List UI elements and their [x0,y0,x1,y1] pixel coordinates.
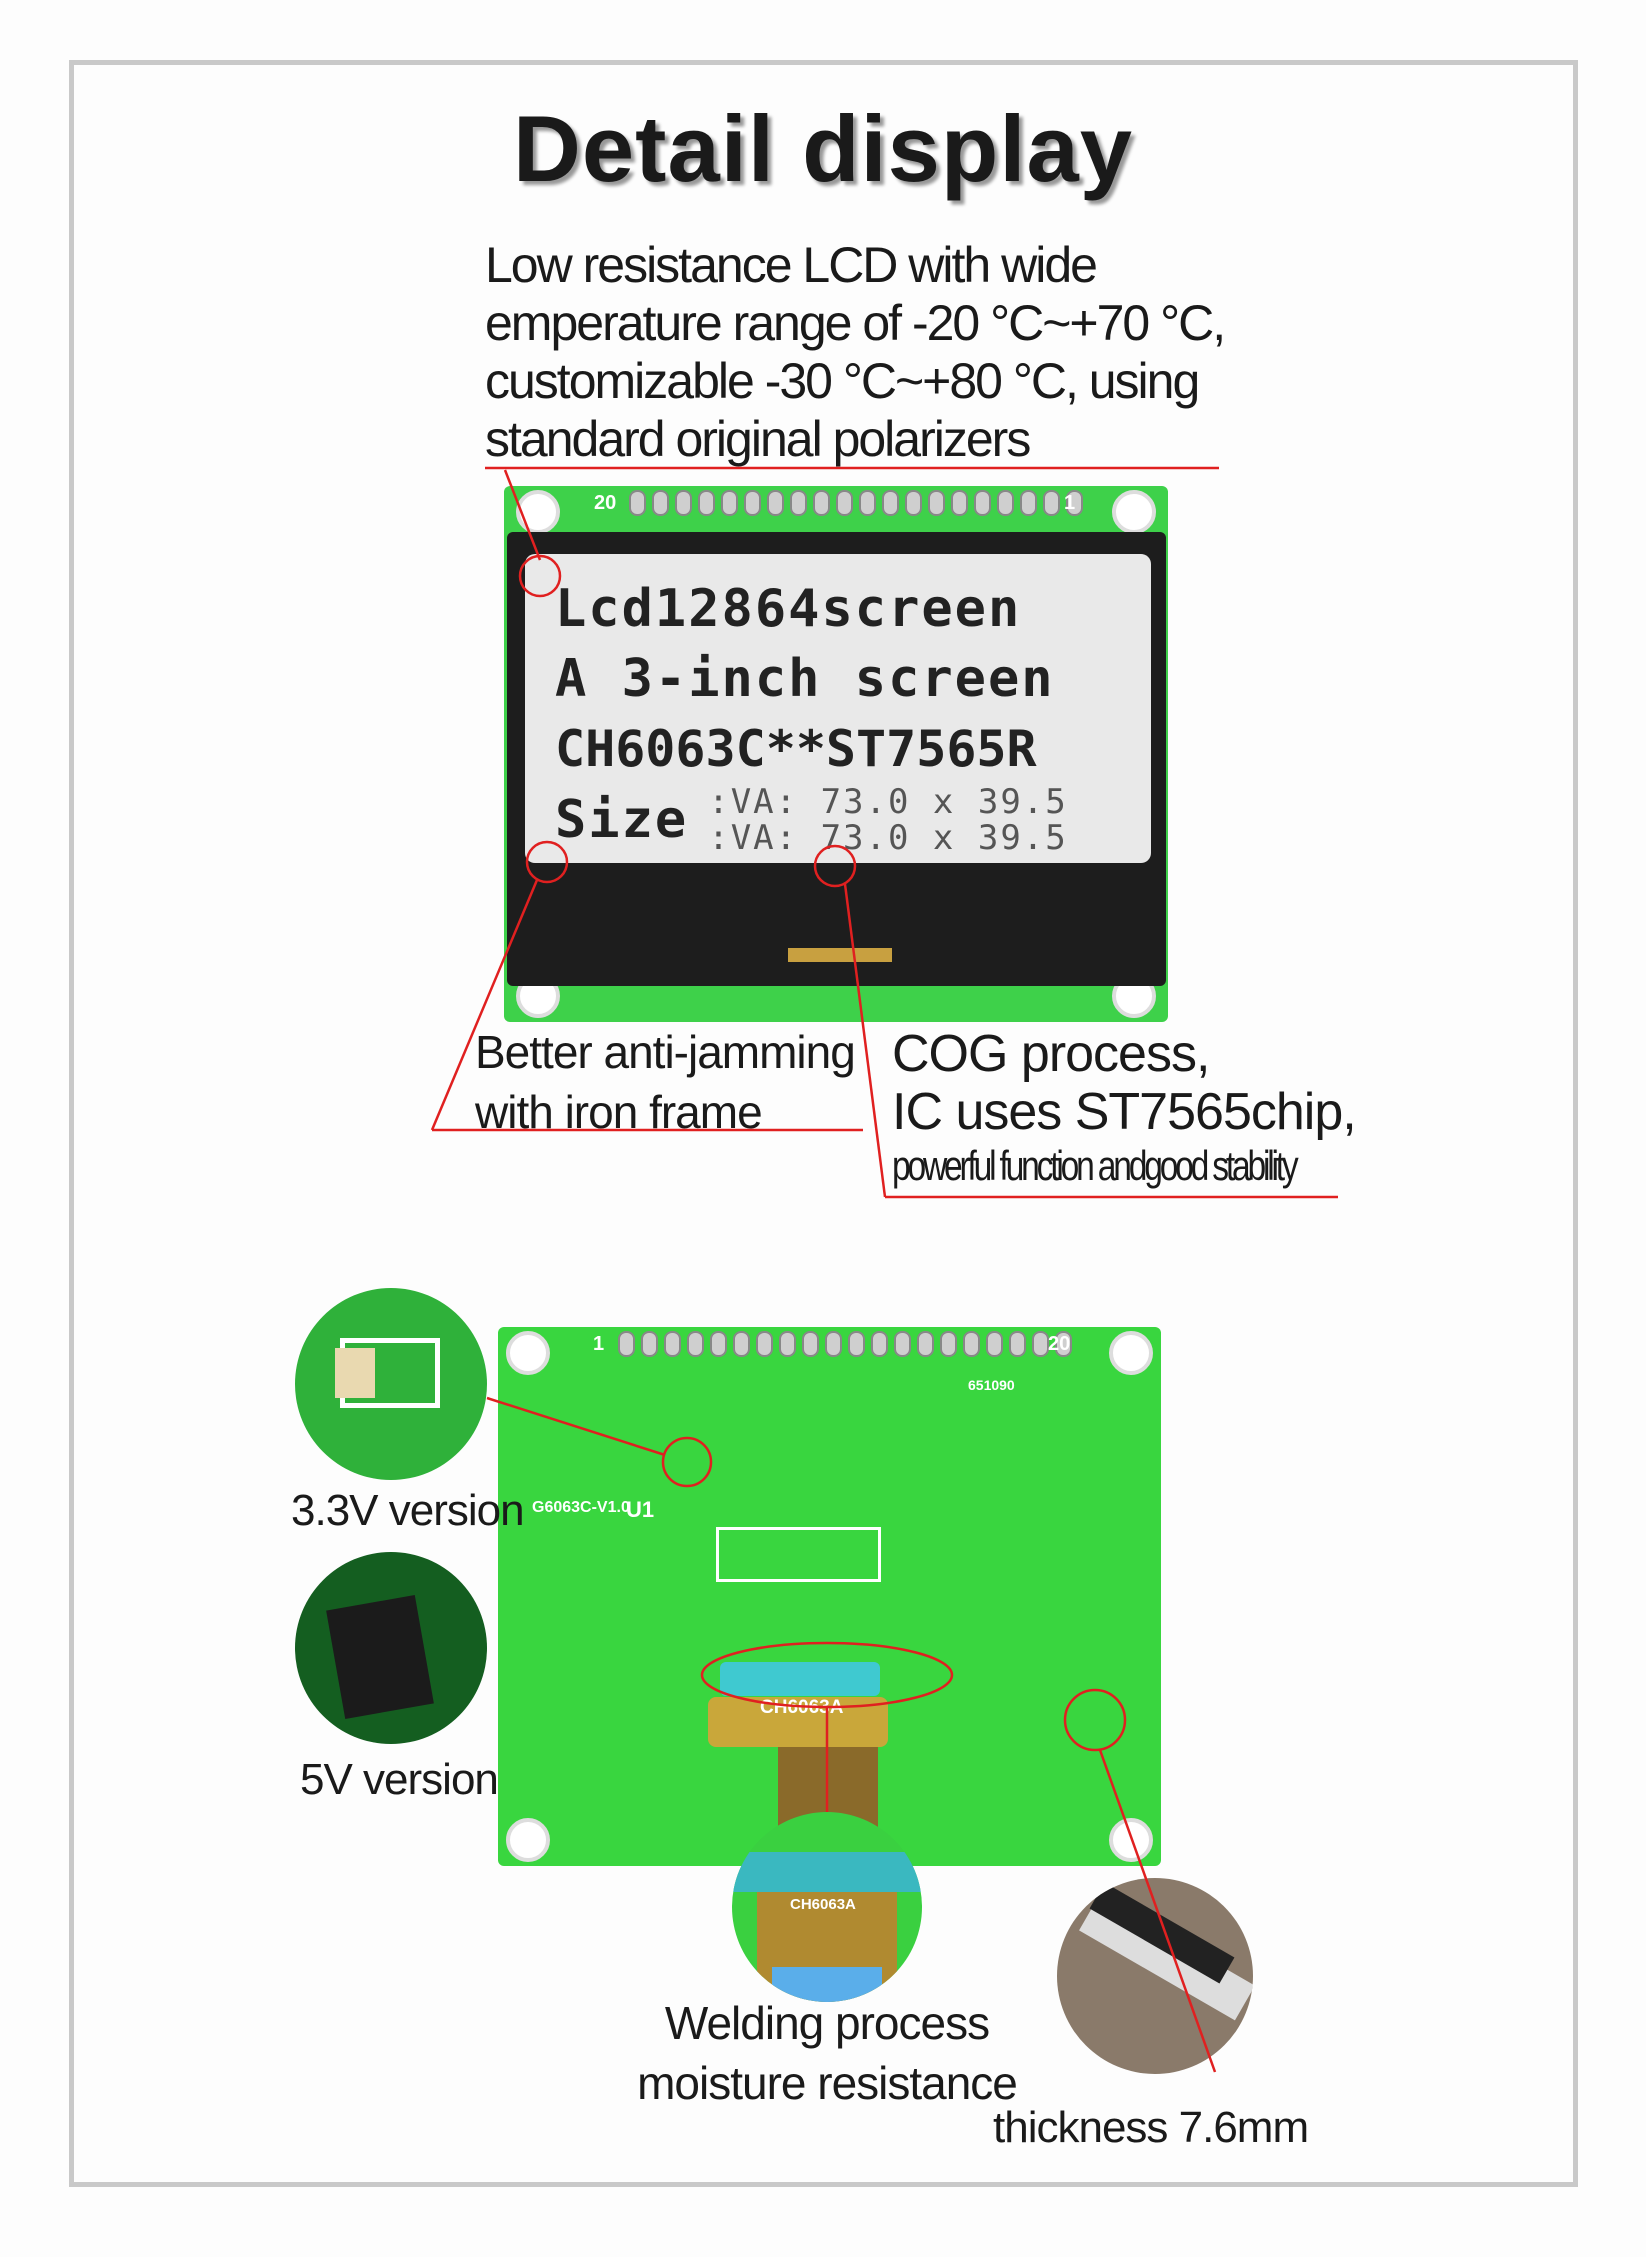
intro-text: Low resistance LCD with wide emperature … [485,236,1226,468]
pin-label: 1 [1064,492,1076,514]
callout-line: IC uses ST7565chip, [892,1083,1357,1141]
page-title: Detail display [513,96,1133,201]
fpc-connector [788,948,892,962]
pin-label: 1 [593,1333,605,1355]
lcd-size-value: :VA: 73.0 x 39.5 [708,782,1068,822]
version-3v3-label: 3.3V version [291,1486,525,1535]
intro-line: standard original polarizers [485,411,1031,467]
lcd-screen: Lcd12864screen A 3-inch screen CH6063C**… [525,554,1151,863]
pin-label: 20 [594,492,617,514]
lcd-size-value: :VA: 73.0 x 39.5 [708,818,1068,858]
thickness-photo [1057,1878,1253,2074]
capacitor-array [716,1527,881,1582]
welding-callout: Welding process moisture resistance [0,1993,1646,2113]
callout-line: Better anti-jamming [475,1026,856,1078]
callout-line: moisture resistance [637,2057,1018,2109]
intro-line: Low resistance LCD with wide [485,237,1098,293]
welding-photo: CH6063A [732,1812,922,2002]
lcd-back-board: 1 20 651090 U1 G6063C-V1.0 CH6063A [498,1327,1161,1866]
version-5v-label: 5V version [300,1755,499,1804]
pin-label: 20 [1048,1333,1071,1355]
intro-line: emperature range of -20 °C~+70 °C, [485,295,1226,351]
intro-line: customizable -30 °C~+80 °C, using [485,353,1200,409]
pcb-model: G6063C-V1.0 [532,1499,630,1516]
u1-label: U1 [626,1497,655,1522]
pcb-code: 651090 [968,1377,1015,1393]
pin-header [618,1331,1072,1357]
chip-label: CH6063A [790,1896,856,1913]
lcd-size-label: Size [555,790,689,850]
callout-line: COG process, [892,1025,1210,1083]
lcd-line: CH6063C**ST7565R [555,720,1037,778]
regulator-5v-photo [295,1552,487,1744]
lcd-line: Lcd12864screen [555,579,1022,639]
thickness-label: thickness 7.6mm [993,2103,1309,2152]
lcd-line: A 3-inch screen [555,649,1055,709]
callout-line: Welding process [664,1997,990,2049]
page-frame [69,60,1578,2187]
regulator-3v3-photo [295,1288,487,1480]
chip-bond [720,1662,880,1696]
pin-header [629,490,1083,516]
callout-line: powerful function andgood stability [892,1142,1299,1189]
cog-callout: COG process, IC uses ST7565chip, powerfu… [892,1025,1396,1191]
